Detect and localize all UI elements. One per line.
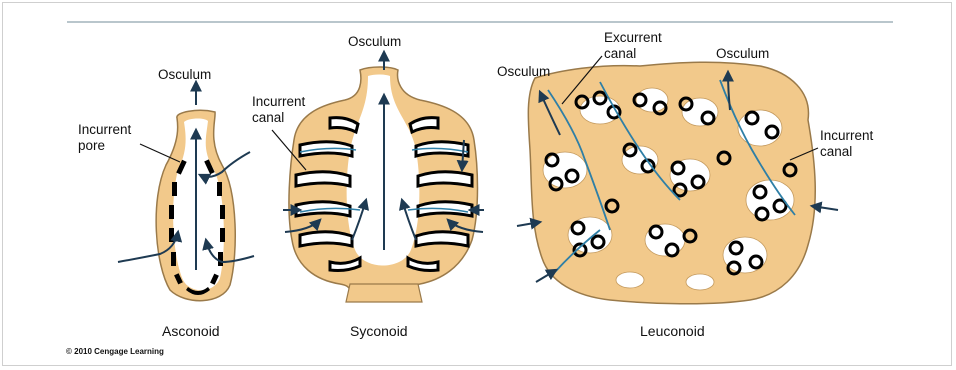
leuconoid-excurrent-canal-line2: canal [604,46,636,61]
syconoid-osculum-label: Osculum [348,34,401,49]
asconoid-caption: Asconoid [162,323,220,339]
leuconoid-panel [517,56,838,304]
leuconoid-excurrent-canal-line1: Excurrent [604,30,662,45]
leuconoid-excurrent-canal-label: Excurrent canal [604,30,666,61]
asconoid-incurrent-pore-line1: Incurrent [78,122,132,137]
leuconoid-incurrent-canal-line1: Incurrent [820,128,874,143]
copyright-notice: © 2010 Cengage Learning [66,347,164,356]
syconoid-incurrent-canal-line1: Incurrent [252,94,306,109]
asconoid-panel [118,82,254,301]
leuconoid-osculum-left-label: Osculum [497,64,550,79]
asconoid-incurrent-pore-label: Incurrent pore [78,122,135,153]
syconoid-incurrent-canal-line2: canal [252,110,284,125]
leuconoid-incurrent-canal-line2: canal [820,144,852,159]
syconoid-base [346,284,422,302]
syconoid-caption: Syconoid [350,323,408,339]
syconoid-panel [272,52,484,302]
syconoid-incurrent-canal-label: Incurrent canal [252,94,309,125]
leuconoid-incurrent-canal-label: Incurrent canal [820,128,877,159]
leuconoid-caption: Leuconoid [640,323,705,339]
asconoid-incurrent-pore-line2: pore [78,138,105,153]
asconoid-osculum-label: Osculum [158,67,211,82]
leuconoid-osculum-right-label: Osculum [716,46,769,61]
